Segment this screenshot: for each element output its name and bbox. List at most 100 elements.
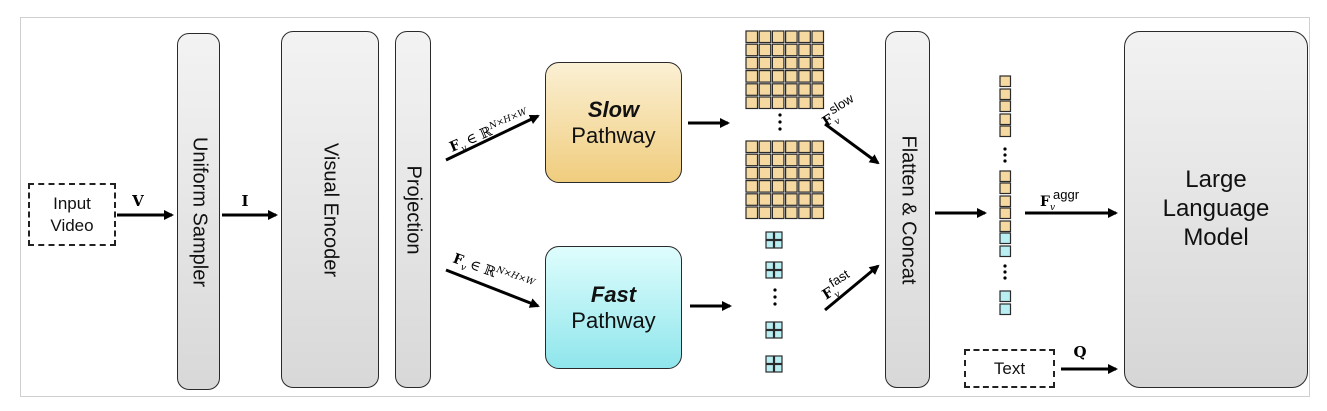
fast-token xyxy=(773,239,783,249)
slow-token xyxy=(784,43,798,57)
large-language-model-box: Large Language Model xyxy=(1124,31,1308,388)
fast-token xyxy=(773,261,783,271)
slow-token xyxy=(758,140,772,154)
arrow-projection-to-fast xyxy=(445,268,540,308)
concat-slow-token xyxy=(999,100,1012,113)
slow-token xyxy=(811,30,825,44)
slow-token xyxy=(758,69,772,83)
ellipsis-vertical-dots-icon xyxy=(778,113,782,117)
slow-token xyxy=(798,83,811,96)
slow-token xyxy=(784,56,798,70)
fast-token xyxy=(773,321,783,331)
slow-token xyxy=(771,56,785,70)
concat-slow-token xyxy=(999,170,1012,183)
slow-pathway-subtitle: Pathway xyxy=(571,122,656,148)
ellipsis-vertical-dots-icon xyxy=(773,288,777,292)
slow-token xyxy=(745,153,759,167)
projection-box: Projection xyxy=(395,31,431,388)
slow-token-grid xyxy=(745,30,825,220)
fast-token xyxy=(773,231,783,241)
slow-token xyxy=(745,83,759,96)
fast-token xyxy=(773,363,783,373)
ellipsis-vertical-dots-icon xyxy=(773,295,777,299)
ellipsis-vertical-dots-icon xyxy=(778,120,782,124)
slow-token xyxy=(758,166,772,180)
ellipsis-vertical-dots-icon xyxy=(1003,270,1007,274)
label-fast-input-rel: ∈ ℝ xyxy=(468,257,499,281)
ellipsis-vertical-dots-icon xyxy=(1003,153,1007,157)
slow-token xyxy=(798,153,811,167)
label-i: I xyxy=(241,192,248,210)
slow-token xyxy=(798,166,811,180)
concat-slow-token xyxy=(999,113,1012,126)
arrow-projection-to-slow xyxy=(445,114,540,162)
label-slow-input: Fv∈ ℝN×H×W xyxy=(447,107,529,156)
concat-token-column xyxy=(999,75,1012,316)
arrow-slow-tokens-to-concat xyxy=(824,122,880,165)
slow-pathway-box: Slow Pathway xyxy=(545,62,682,183)
label-q: Q xyxy=(1073,343,1086,361)
slow-token xyxy=(784,140,798,154)
slow-token xyxy=(798,193,811,206)
concat-slow-token xyxy=(999,88,1012,101)
input-video-label: Input Video xyxy=(50,194,94,235)
label-aggr-var: F xyxy=(1040,194,1050,210)
fast-pathway-box: Fast Pathway xyxy=(545,246,682,369)
flatten-concat-box: Flatten & Concat xyxy=(885,31,930,388)
label-fast-output-sup: fast xyxy=(826,266,852,290)
slow-token xyxy=(771,206,785,220)
slow-token xyxy=(811,153,825,167)
slow-token xyxy=(811,69,825,83)
label-aggr-sub: v xyxy=(1050,203,1055,213)
slow-token xyxy=(771,193,785,206)
slow-pathway-title: Slow xyxy=(587,96,640,122)
ellipsis-vertical-dots-icon xyxy=(1003,276,1007,280)
concat-slow-token xyxy=(999,220,1012,233)
slow-token xyxy=(771,140,785,154)
fast-token-grid xyxy=(765,231,783,373)
fast-token xyxy=(765,329,775,339)
slow-token xyxy=(784,166,798,180)
slow-token xyxy=(771,96,785,110)
visual-encoder-box: Visual Encoder xyxy=(281,31,379,388)
slow-token xyxy=(798,30,811,44)
slow-token xyxy=(784,180,798,193)
slow-token xyxy=(784,30,798,44)
slow-token xyxy=(758,56,772,70)
concat-slow-token xyxy=(999,207,1012,220)
slow-token xyxy=(771,30,785,44)
slow-token xyxy=(771,180,785,193)
uniform-sampler-box: Uniform Sampler xyxy=(177,33,220,390)
label-slow-input-sub: v xyxy=(460,143,469,154)
slow-token xyxy=(758,30,772,44)
slow-token xyxy=(784,96,798,110)
slow-token xyxy=(758,83,772,96)
concat-slow-token xyxy=(999,182,1012,195)
ellipsis-vertical-dots-icon xyxy=(1003,147,1007,151)
slow-token xyxy=(745,193,759,206)
slow-token xyxy=(798,180,811,193)
text-box: Text xyxy=(964,349,1055,388)
slow-token xyxy=(798,69,811,83)
slow-token xyxy=(784,193,798,206)
slow-token xyxy=(784,206,798,220)
text-label: Text xyxy=(993,358,1026,378)
fast-token xyxy=(765,239,775,249)
slow-token xyxy=(745,30,759,44)
slow-token xyxy=(811,96,825,110)
slow-token xyxy=(745,96,759,110)
slow-token xyxy=(745,180,759,193)
slow-token xyxy=(745,69,759,83)
label-fast-input-sup: N×H×W xyxy=(494,265,537,289)
concat-fast-token xyxy=(999,232,1012,245)
slow-token xyxy=(784,69,798,83)
slow-token xyxy=(745,206,759,220)
slow-token xyxy=(798,56,811,70)
slow-token xyxy=(811,193,825,206)
slow-token xyxy=(745,166,759,180)
slow-token xyxy=(811,140,825,154)
slow-token xyxy=(745,140,759,154)
arrow-fast-tokens-to-concat xyxy=(824,264,880,312)
